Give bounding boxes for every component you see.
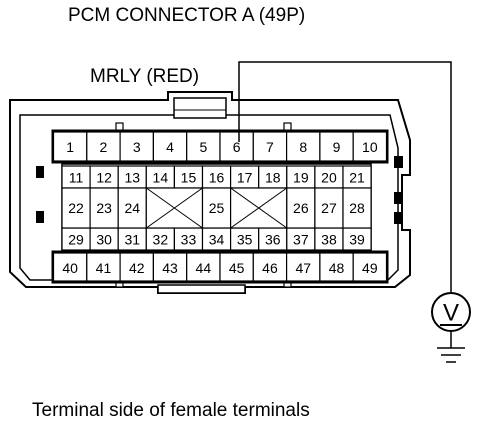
- terminal-25: [201, 187, 232, 229]
- terminal-27: [314, 187, 344, 229]
- voltmeter-label: V: [443, 300, 459, 327]
- terminal-label: 7: [266, 139, 274, 155]
- terminal-label: 43: [162, 260, 178, 276]
- terminal-label: 31: [124, 232, 140, 248]
- terminal-label: 11: [69, 170, 84, 186]
- terminal-4: [152, 131, 188, 162]
- terminal-label: 27: [321, 200, 337, 216]
- terminal-5: [186, 131, 221, 162]
- lock-left-1: [36, 166, 44, 178]
- caption: Terminal side of female terminals: [32, 400, 310, 421]
- lock-right-1: [394, 156, 403, 168]
- terminal-label: 24: [124, 200, 140, 216]
- terminal-label: 44: [196, 260, 212, 276]
- terminal-40: [52, 252, 88, 282]
- terminal-label: 37: [293, 232, 309, 248]
- diagram-title: PCM CONNECTOR A (49P): [68, 5, 306, 26]
- terminal-label: 35: [237, 232, 253, 248]
- terminal-label: 21: [349, 170, 365, 186]
- terminal-label: 12: [96, 170, 112, 186]
- terminal-label: 17: [237, 170, 253, 186]
- probe-wire: [238, 61, 452, 292]
- terminal-label: 1: [66, 139, 74, 155]
- lock-left-2: [36, 211, 44, 223]
- terminal-label: 6: [233, 139, 241, 155]
- terminal-9: [319, 131, 354, 162]
- blank-cavity-cross: [230, 187, 288, 229]
- terminal-23: [89, 187, 119, 229]
- terminal-label: 28: [349, 200, 365, 216]
- ground-icon: [437, 347, 465, 363]
- terminal-label: 48: [329, 260, 345, 276]
- terminal-label: 33: [181, 232, 197, 248]
- terminal-label: 39: [349, 232, 365, 248]
- terminal-43: [152, 252, 188, 282]
- wire-label: MRLY (RED): [90, 66, 200, 87]
- terminal-label: 49: [362, 260, 378, 276]
- terminal-label: 41: [96, 260, 112, 276]
- terminal-28: [342, 187, 372, 229]
- terminal-24: [117, 187, 147, 229]
- terminal-10: [352, 131, 388, 162]
- terminal-label: 26: [293, 200, 309, 216]
- latch: [173, 97, 227, 119]
- terminal-label: 38: [321, 232, 337, 248]
- terminal-22: [61, 187, 91, 229]
- terminal-label: 36: [265, 232, 281, 248]
- terminal-label: 46: [262, 260, 278, 276]
- lock-right-2: [394, 192, 403, 204]
- terminal-label: 23: [96, 200, 112, 216]
- terminal-label: 9: [333, 139, 341, 155]
- terminal-label: 2: [100, 139, 108, 155]
- terminal-label: 5: [199, 139, 207, 155]
- terminal-label: 25: [209, 200, 225, 216]
- terminal-label: 29: [68, 232, 84, 248]
- terminal-label: 34: [209, 232, 225, 248]
- terminal-44: [186, 252, 221, 282]
- terminal-label: 45: [229, 260, 245, 276]
- terminal-label: 22: [68, 200, 84, 216]
- housing-inner-line: [19, 114, 399, 281]
- lock-right-3: [394, 212, 403, 224]
- terminal-6: [219, 131, 254, 162]
- terminal-2: [86, 131, 121, 162]
- terminal-8: [286, 131, 321, 162]
- terminal-label: 47: [295, 260, 311, 276]
- blank-cavity-cross: [146, 187, 203, 229]
- terminal-label: 16: [209, 170, 225, 186]
- terminal-label: 14: [153, 170, 169, 186]
- terminal-label: 3: [133, 139, 141, 155]
- terminal-label: 4: [166, 139, 174, 155]
- terminal-3: [119, 131, 154, 162]
- terminal-1: [52, 131, 88, 162]
- terminal-label: 32: [153, 232, 169, 248]
- terminal-label: 40: [62, 260, 78, 276]
- terminal-7: [252, 131, 288, 162]
- terminal-49: [352, 252, 388, 282]
- terminal-label: 20: [321, 170, 337, 186]
- terminal-label: 19: [293, 170, 309, 186]
- terminal-label: 15: [181, 170, 197, 186]
- terminal-label: 8: [299, 139, 307, 155]
- terminal-label: 18: [265, 170, 281, 186]
- terminal-label: 30: [96, 232, 112, 248]
- terminal-label: 42: [129, 260, 145, 276]
- terminal-label: 13: [124, 170, 140, 186]
- bottom-tab: [157, 284, 246, 294]
- terminal-label: 10: [362, 139, 378, 155]
